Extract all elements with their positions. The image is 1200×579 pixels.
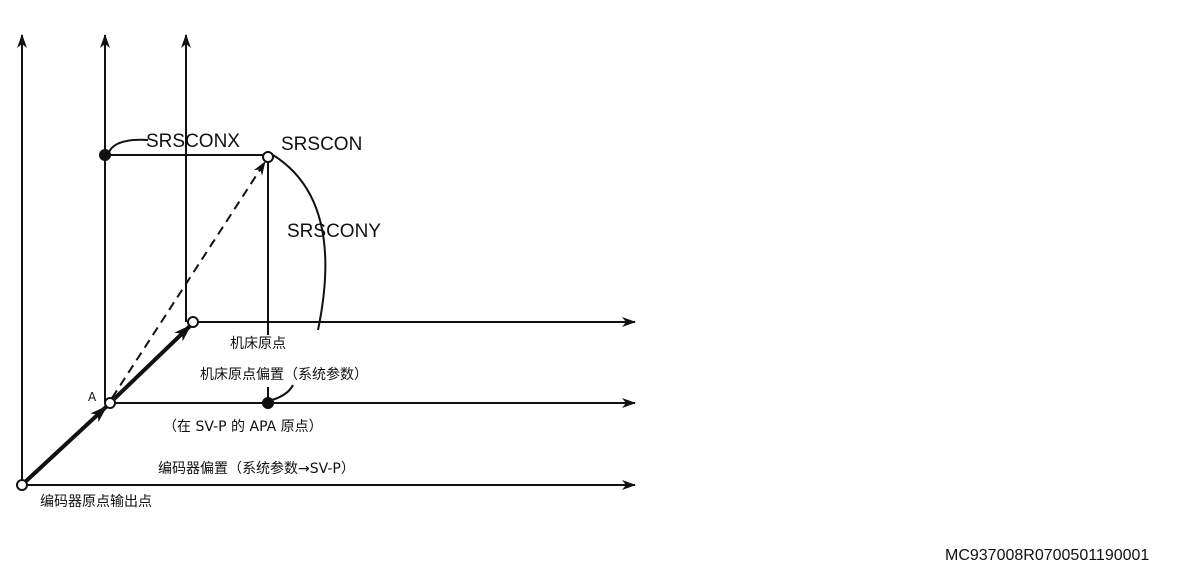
encoder-offset-vector [22, 405, 108, 485]
machine-origin-point [187, 316, 199, 328]
encoder-origin-point [16, 479, 28, 491]
srscon-label: SRSCON [281, 134, 363, 155]
apa-origin-label: （在 SV-P 的 APA 原点） [163, 419, 323, 435]
srsconx-dot [99, 149, 111, 161]
machine-offset-vector [110, 324, 192, 403]
srscony-label: SRSCONY [287, 221, 381, 242]
dashed-vector [111, 161, 266, 399]
point-a-label: A [88, 390, 97, 404]
point-a [104, 397, 116, 409]
figure-code: MC937008R0700501190001 [945, 547, 1150, 564]
machine-origin-offset-label: 机床原点偏置（系统参数） [200, 367, 368, 383]
srsconx-label: SRSCONX [146, 131, 240, 152]
encoder-offset-label: 编码器偏置（系统参数→SV-P） [158, 461, 355, 477]
apa-offset-dot [262, 397, 274, 409]
machine-origin-label: 机床原点 [230, 336, 286, 352]
encoder-origin-output-label: 编码器原点输出点 [40, 494, 152, 510]
srsconx-bracket [107, 138, 149, 156]
srscon-point [262, 151, 274, 163]
offset-bracket [271, 384, 294, 401]
srscony-bracket [272, 154, 327, 331]
